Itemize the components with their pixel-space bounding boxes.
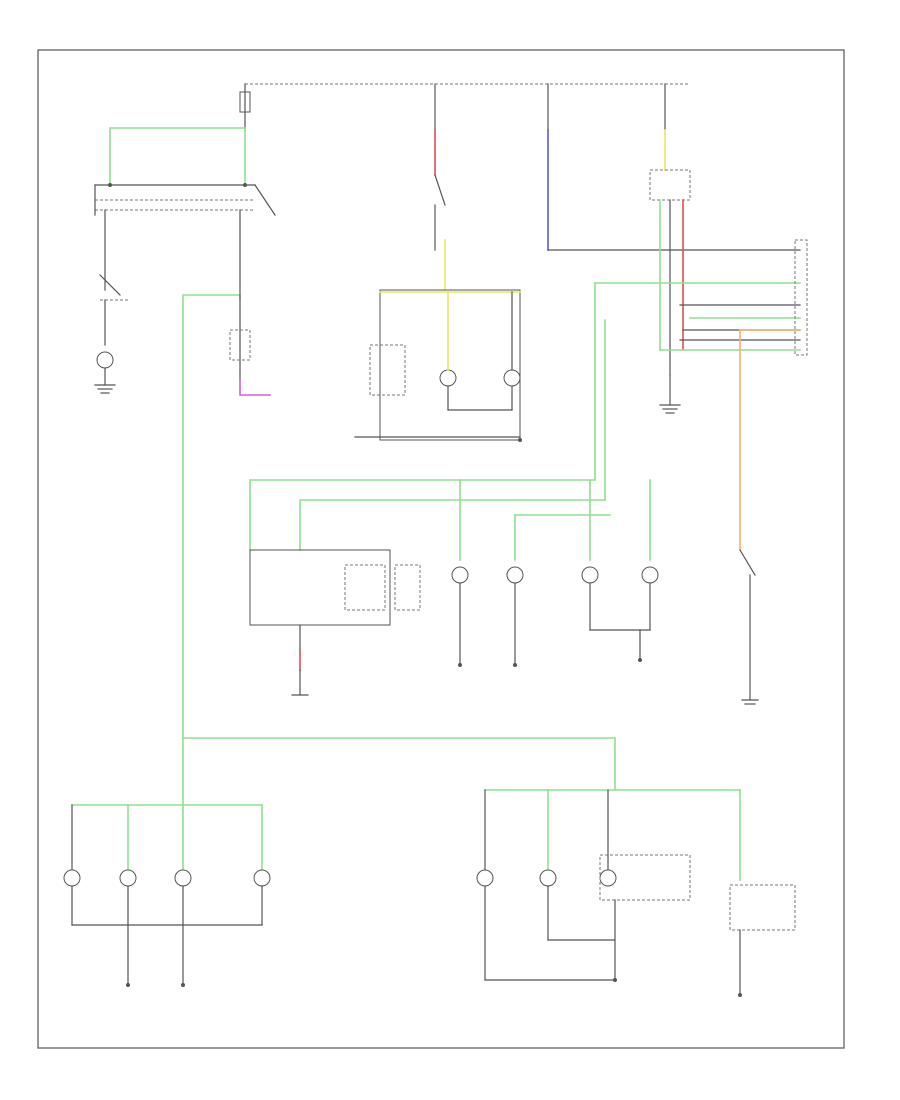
bottom-right-lamp-group bbox=[476, 789, 796, 997]
turn-relay-block bbox=[649, 83, 801, 414]
middle-lamp-row bbox=[249, 282, 659, 696]
bottom-left-lamp-group bbox=[63, 737, 271, 987]
diagram-frame bbox=[37, 49, 845, 1049]
green-main-feed bbox=[182, 294, 616, 791]
right-connector-bank bbox=[594, 239, 808, 705]
headlamp-switch-block bbox=[94, 83, 276, 394]
stop-lamp-switch-block bbox=[354, 83, 522, 442]
